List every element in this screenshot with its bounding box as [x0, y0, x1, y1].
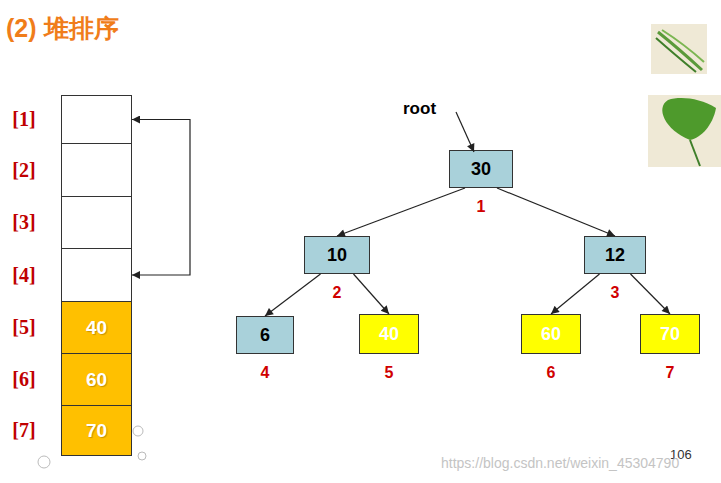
heap-node: 301: [449, 150, 513, 188]
ginkgo-leaf: [662, 98, 716, 140]
tree-edge: [265, 274, 321, 316]
array-index: [3]: [0, 197, 48, 248]
array-index: [4]: [0, 249, 48, 301]
heap-node: 405: [359, 314, 419, 354]
bubble: [138, 452, 146, 460]
node-position: 2: [305, 284, 369, 302]
node-position: 3: [585, 284, 645, 302]
node-key: 6: [237, 317, 293, 353]
tree-edge: [337, 188, 465, 236]
node-position: 6: [522, 364, 580, 382]
edge-group: [132, 120, 670, 317]
heap-node: 606: [521, 314, 581, 354]
array-value: 70: [62, 406, 131, 455]
array-value: 40: [62, 302, 131, 353]
watermark: https://blog.csdn.net/weixin_45304790: [441, 455, 679, 471]
heap-node: 64: [236, 316, 294, 354]
heap-node: 102: [304, 236, 370, 274]
node-key: 70: [641, 315, 699, 353]
node-key: 10: [305, 237, 369, 273]
array-value: 60: [62, 354, 131, 405]
node-position: 7: [641, 364, 699, 382]
slide-title: (2) 堆排序: [6, 12, 119, 45]
bubble: [133, 426, 143, 436]
array-cell: [2]: [61, 143, 132, 197]
array-index: [2]: [0, 144, 48, 196]
tree-edge: [354, 274, 390, 314]
heap-node: 123: [584, 236, 646, 274]
node-key: 30: [450, 151, 512, 187]
array-cell: [3]: [61, 196, 132, 249]
array-cell: [4]: [61, 248, 132, 302]
array-cell: [5]40: [61, 301, 132, 354]
heap-node: 707: [640, 314, 700, 354]
leaf-picture: [651, 24, 707, 74]
tree-edge: [497, 188, 615, 236]
array-index: [5]: [0, 302, 48, 353]
leaf-stem: [690, 140, 700, 166]
leaf-picture: [648, 95, 721, 167]
array-index: [6]: [0, 354, 48, 405]
leaf-blade: [656, 38, 696, 72]
array-cell: [1]: [61, 95, 132, 144]
node-key: 60: [522, 315, 580, 353]
node-position: 4: [237, 364, 293, 382]
bubble: [38, 456, 50, 468]
pointer-label: root: [403, 99, 436, 119]
leaf-blade: [662, 30, 704, 62]
leaf-blade: [658, 32, 702, 70]
tree-edge: [631, 274, 671, 314]
array-index: [7]: [0, 406, 48, 455]
range-bracket: [132, 120, 190, 276]
node-key: 40: [360, 315, 418, 353]
node-position: 5: [360, 364, 418, 382]
array-index: [1]: [0, 96, 48, 143]
node-key: 12: [585, 237, 645, 273]
root-pointer: [456, 112, 474, 152]
array-cell: [7]70: [61, 405, 132, 456]
node-position: 1: [450, 198, 512, 216]
tree-edge: [551, 274, 600, 314]
array-cell: [6]60: [61, 353, 132, 406]
